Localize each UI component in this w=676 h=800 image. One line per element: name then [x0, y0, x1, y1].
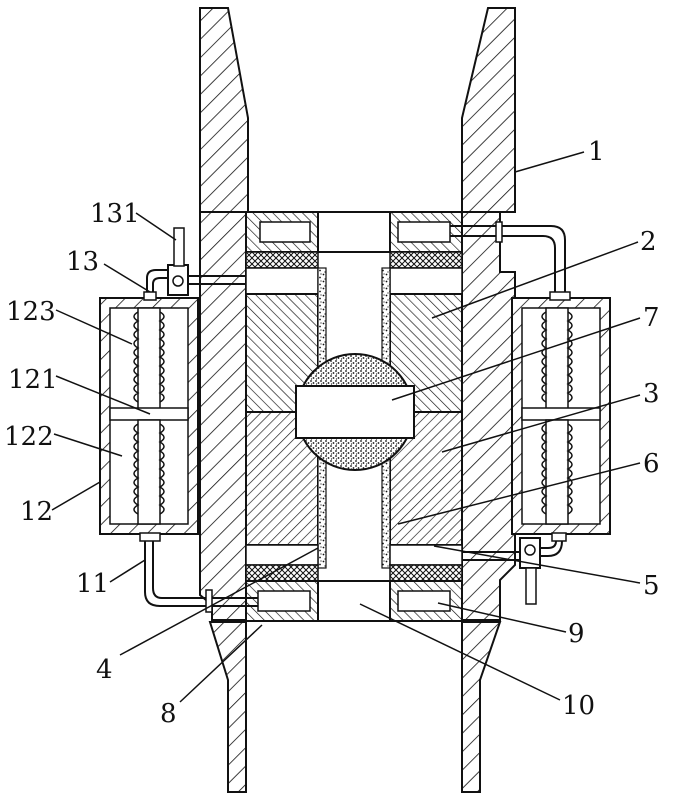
right-spring-upper-b	[566, 311, 573, 403]
left-bottom-pipe	[144, 541, 210, 607]
label-2: 2	[640, 227, 657, 257]
lower-gap-right	[389, 544, 463, 566]
left-top-line	[188, 275, 246, 285]
lower-seal-strip-right	[389, 564, 463, 582]
label-121: 121	[8, 365, 58, 395]
pipe-body	[199, 7, 516, 793]
left-top-valve-knob	[172, 275, 184, 287]
leader-5	[433, 545, 641, 584]
label-11: 11	[76, 569, 109, 599]
upper-seal-strip-right	[389, 251, 463, 269]
upper-seat-assembly	[245, 211, 463, 295]
left-top-pipe	[146, 269, 170, 292]
upper-seat-right-slot	[397, 221, 451, 243]
label-7: 7	[643, 303, 660, 333]
right-top-pipe	[500, 225, 566, 292]
left-spring-lower-a	[133, 423, 140, 515]
left-bottom-port	[139, 532, 161, 542]
label-6: 6	[643, 449, 660, 479]
leader-8	[179, 624, 263, 703]
right-spring-lower-a	[541, 423, 548, 515]
label-123: 123	[6, 297, 56, 327]
leader-13	[103, 263, 151, 293]
left-accumulator	[99, 227, 258, 613]
left-spring-upper-a	[133, 311, 140, 403]
leader-11	[109, 559, 146, 583]
label-13: 13	[66, 247, 99, 277]
leader-123	[55, 309, 133, 345]
right-accumulator	[450, 221, 611, 605]
right-spring-lower-b	[566, 423, 573, 515]
upper-center-plug	[317, 211, 391, 253]
upper-seat-left-slot	[259, 221, 311, 243]
left-bottom-valve	[205, 589, 213, 613]
leader-7	[391, 317, 641, 401]
left-bottom-line	[212, 597, 258, 607]
label-122: 122	[4, 422, 54, 452]
left-spring-upper-b	[158, 311, 165, 403]
leader-12	[51, 481, 101, 511]
label-8: 8	[160, 699, 177, 729]
right-upper-piston	[545, 307, 569, 411]
lower-seat-left-slot	[257, 590, 311, 612]
lower-seat-assembly	[245, 544, 463, 622]
leader-4	[119, 547, 319, 656]
lower-center-plug	[317, 580, 391, 622]
pipe-wall-right-lower	[461, 621, 502, 793]
left-spring-lower-b	[158, 423, 165, 515]
lower-gap-left	[245, 544, 319, 566]
leader-3	[441, 394, 641, 453]
right-bottom-valve-knob	[524, 544, 536, 556]
right-top-valve	[495, 221, 503, 243]
pipe-wall-left-middle	[199, 211, 247, 621]
ball-bore	[295, 385, 415, 439]
label-9: 9	[568, 619, 585, 649]
label-10: 10	[562, 691, 595, 721]
pipe-wall-left-lower	[208, 621, 247, 793]
leader-121	[55, 375, 151, 415]
label-5: 5	[643, 571, 660, 601]
right-vent-stem	[525, 567, 537, 605]
left-vent-stem	[173, 227, 185, 267]
lower-seat-right-slot	[397, 590, 451, 612]
right-top-port	[549, 291, 571, 301]
upper-gap-left	[245, 267, 319, 295]
label-3: 3	[643, 379, 660, 409]
part-labels: 1 2 7 3 6 5 9 10 4 8 11 12 122 121 123 1…	[4, 137, 660, 729]
leader-9	[437, 602, 567, 633]
leader-2	[431, 241, 639, 319]
label-12: 12	[20, 497, 53, 527]
label-131: 131	[90, 199, 140, 229]
ball-valve	[295, 353, 415, 471]
leader-lines	[51, 151, 641, 703]
leader-10	[359, 603, 561, 701]
right-bottom-port	[551, 532, 567, 542]
left-top-port	[143, 291, 157, 301]
pipe-wall-right-upper	[461, 7, 516, 213]
label-4: 4	[96, 655, 113, 685]
label-1: 1	[588, 137, 605, 167]
pipe-wall-left-upper	[199, 7, 249, 213]
leader-122	[53, 433, 123, 457]
right-bottom-pipe	[540, 540, 563, 557]
leader-6	[397, 462, 641, 525]
leader-1	[514, 151, 585, 173]
right-lower-piston	[545, 419, 569, 525]
upper-gap-right	[389, 267, 463, 295]
left-upper-piston	[137, 307, 161, 411]
right-spring-upper-a	[541, 311, 548, 403]
upper-seal-strip-left	[245, 251, 319, 269]
leader-131	[135, 212, 177, 241]
left-lower-piston	[137, 419, 161, 525]
right-top-line	[450, 225, 496, 237]
